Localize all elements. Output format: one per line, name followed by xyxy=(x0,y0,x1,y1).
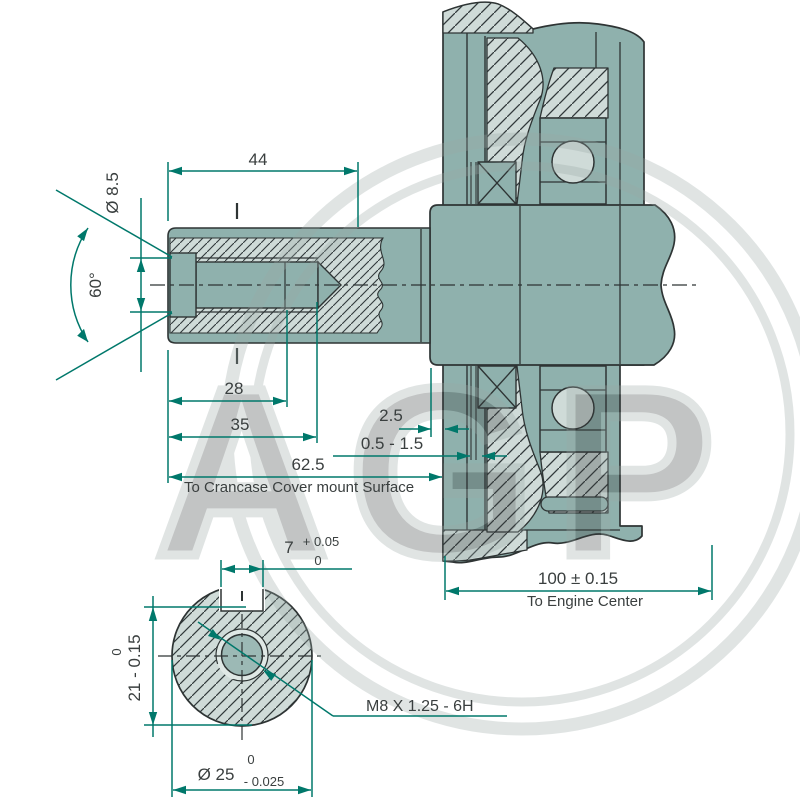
thread-leader xyxy=(197,621,507,717)
key-height-label: 21 - 0.15 xyxy=(125,634,144,701)
dim-100-label: 100 ± 0.15 xyxy=(538,569,618,588)
dim-62-5-label: 62.5 xyxy=(291,455,324,474)
key-width-tol-up: + 0.05 xyxy=(303,534,340,549)
lower-bearing xyxy=(539,365,607,453)
watermark-text: AGP xyxy=(155,338,735,606)
dim-35 xyxy=(169,302,318,443)
key-height-tol-up: 0 xyxy=(109,648,124,655)
dia-25-tol-up: 0 xyxy=(247,752,254,767)
dim-2-5 xyxy=(399,368,469,437)
upper-bearing xyxy=(539,117,607,205)
dia-8-5-label: Ø 8.5 xyxy=(103,172,122,214)
dim-35-label: 35 xyxy=(231,415,250,434)
dim-44-label: 44 xyxy=(249,150,268,169)
dim-gap-label: 0.5 - 1.5 xyxy=(361,434,423,453)
key-width-label: 7 xyxy=(284,538,293,557)
key-width-tol-low: 0 xyxy=(314,553,321,568)
crankcase-note: To Crancase Cover mount Surface xyxy=(184,479,414,496)
upper-seal xyxy=(477,161,517,205)
crank-journal xyxy=(429,204,676,366)
shaft-end-view xyxy=(158,578,326,741)
dim-key-height xyxy=(144,596,252,737)
lower-seal xyxy=(477,365,517,409)
thread-note-label: M8 X 1.25 - 6H xyxy=(366,698,474,715)
oil-slot xyxy=(540,496,609,512)
dia-25-label: Ø 25 xyxy=(198,765,235,784)
upper-bearing-ball xyxy=(551,140,595,184)
crankshaft-side-view xyxy=(150,203,698,366)
dimension-labels: 44 Ø 8.5 60° 28 35 62.5 To Crancase Cove… xyxy=(86,150,643,789)
dim-dia-25 xyxy=(171,660,313,797)
dimensions xyxy=(55,162,713,797)
dim-dia-8-5 xyxy=(130,198,172,372)
block-bottom-hatch xyxy=(442,529,528,562)
clearance-lines xyxy=(470,162,477,460)
dim-62-5 xyxy=(167,350,442,483)
angle-60-label: 60° xyxy=(86,272,105,298)
dim-key-width xyxy=(220,560,352,587)
dim-100 xyxy=(444,545,713,600)
dim-60-deg xyxy=(55,189,173,381)
dim-gap xyxy=(333,451,507,461)
dim-28-label: 28 xyxy=(225,379,244,398)
dia-25-tol-low: - 0.025 xyxy=(244,774,284,789)
engine-center-note: To Engine Center xyxy=(527,593,643,610)
lower-bearing-ball xyxy=(551,386,595,430)
thread-arc xyxy=(215,628,269,682)
watermark: AGP xyxy=(150,132,800,736)
dim-2-5-label: 2.5 xyxy=(379,406,403,425)
block-top-hatch xyxy=(442,1,534,34)
dim-44 xyxy=(167,162,359,227)
dim-28 xyxy=(169,310,288,407)
keyway-slot xyxy=(220,589,264,612)
